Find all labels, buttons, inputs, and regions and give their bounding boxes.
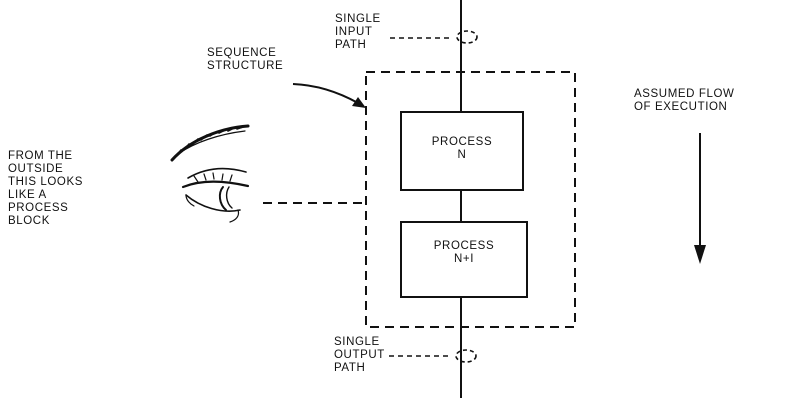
output-path-marker — [456, 350, 476, 362]
process-n-label: PROCESS N — [401, 136, 523, 162]
single-input-path-label: SINGLE INPUT PATH — [335, 13, 381, 52]
assumed-flow-label: ASSUMED FLOW OF EXECUTION — [634, 88, 735, 114]
process-n1-label: PROCESS N+I — [401, 240, 527, 266]
sequence-pointer-arrowhead — [352, 97, 366, 108]
sequence-structure-label: SEQUENCE STRUCTURE — [207, 47, 283, 73]
outside-note-label: FROM THE OUTSIDE THIS LOOKS LIKE A PROCE… — [8, 150, 83, 228]
down-arrow-icon — [694, 133, 706, 264]
single-output-path-label: SINGLE OUTPUT PATH — [334, 336, 385, 375]
sequence-pointer-curve — [293, 84, 358, 103]
eye-icon — [172, 126, 248, 222]
